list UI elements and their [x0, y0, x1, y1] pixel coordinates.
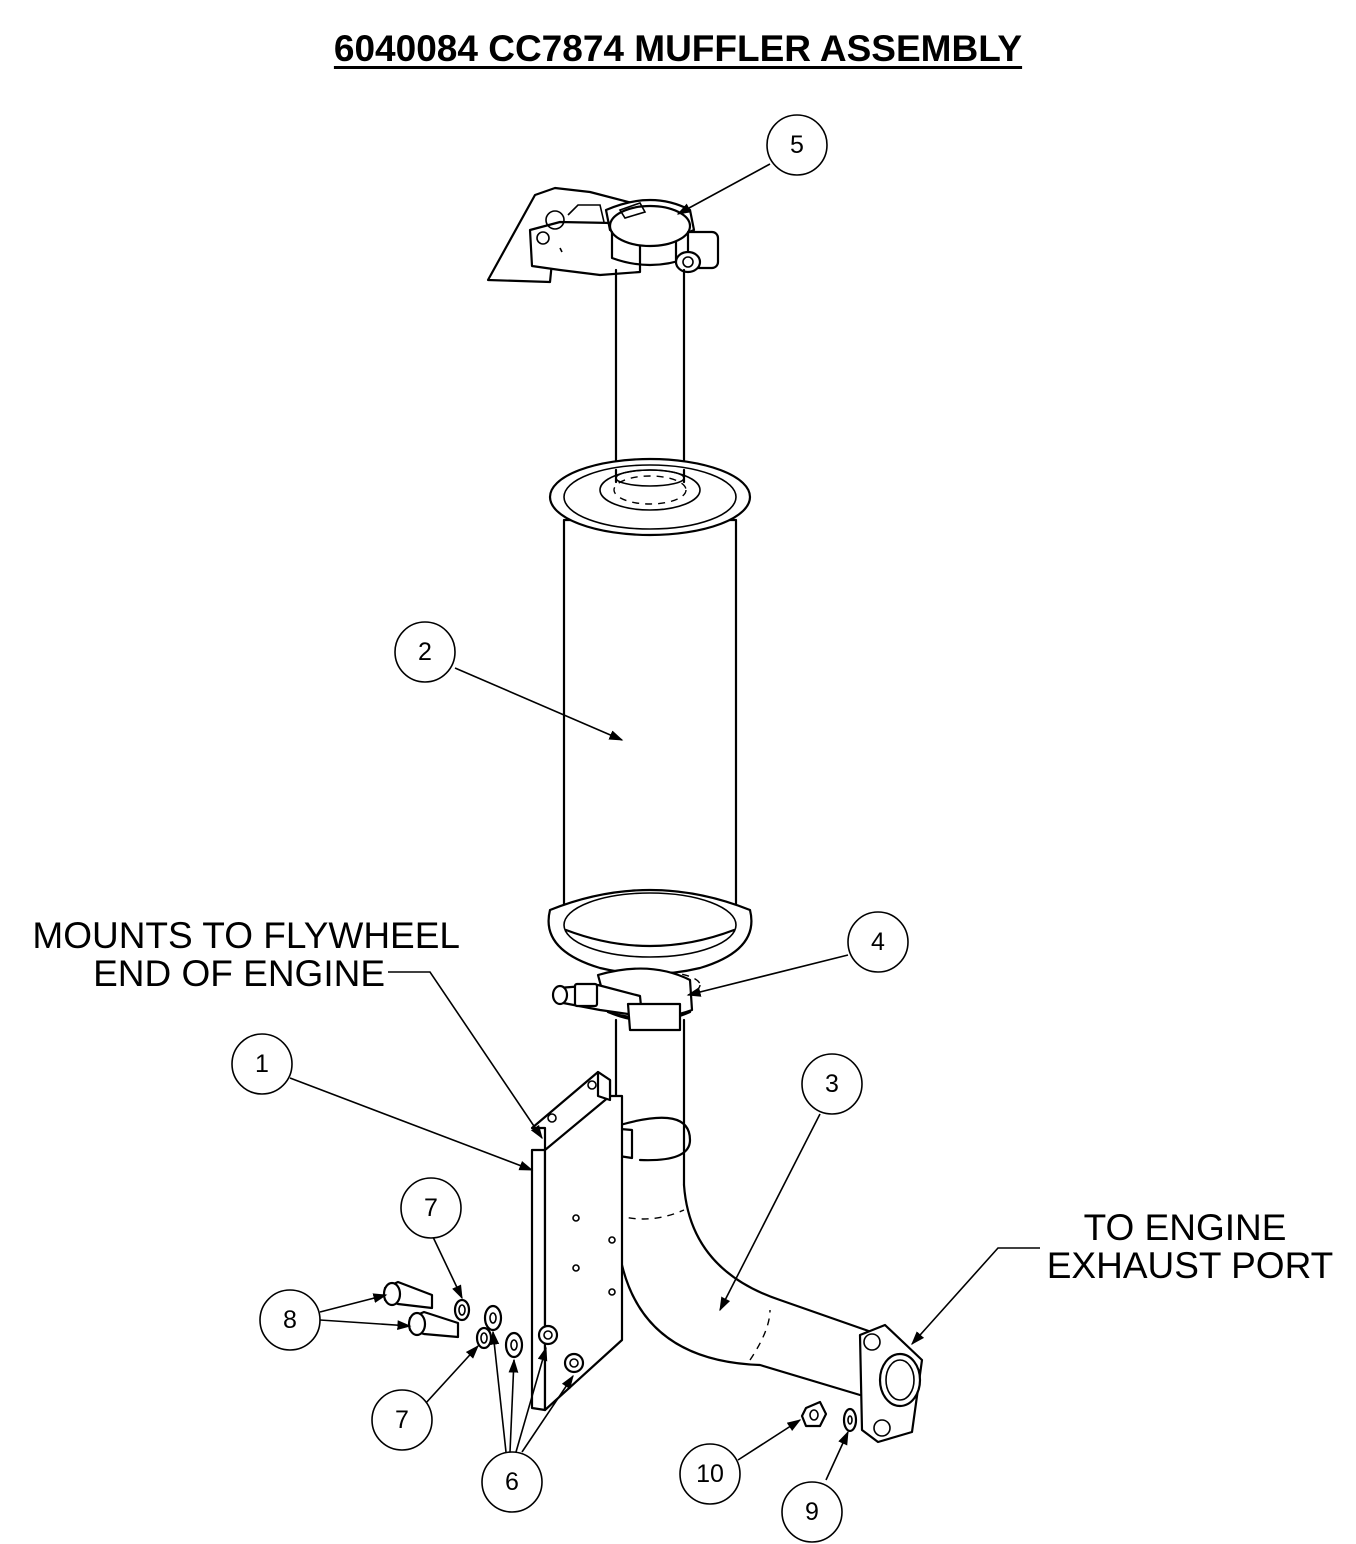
exhaust-elbow-pipe [570, 1018, 924, 1444]
note-flywheel-line2: END OF ENGINE [93, 953, 385, 994]
svg-text:6: 6 [505, 1468, 519, 1496]
bolt [382, 1280, 460, 1339]
lock-washer [453, 1298, 493, 1350]
svg-text:7: 7 [424, 1194, 438, 1222]
callout-10: 10 [679, 1443, 741, 1505]
svg-text:7: 7 [395, 1406, 409, 1434]
mounting-bracket [530, 1070, 624, 1412]
svg-text:8: 8 [283, 1306, 297, 1334]
pipe-clamp [551, 967, 694, 1032]
svg-text:10: 10 [696, 1460, 724, 1488]
callout-8: 8 [259, 1289, 321, 1351]
callout-9: 9 [781, 1481, 843, 1543]
leader-lines [289, 163, 1040, 1481]
callout-5: 5 [766, 114, 828, 176]
svg-text:2: 2 [418, 638, 432, 666]
tail-pipe [614, 268, 686, 480]
callout-3: 3 [801, 1053, 863, 1115]
note-exhaust-line2: EXHAUST PORT [1047, 1245, 1333, 1286]
note-flywheel: MOUNTS TO FLYWHEEL END OF ENGINE [32, 915, 460, 994]
flange-hardware [800, 1400, 858, 1433]
callout-6: 6 [481, 1451, 543, 1513]
callout-7-top: 7 [400, 1177, 462, 1239]
page-title: 6040084 CC7874 MUFFLER ASSEMBLY [333, 28, 1023, 69]
svg-text:4: 4 [871, 928, 885, 956]
muffler [547, 457, 753, 1000]
callout-2: 2 [394, 621, 456, 683]
flat-washer [483, 1304, 524, 1359]
svg-text:5: 5 [790, 131, 804, 159]
svg-text:1: 1 [255, 1050, 269, 1078]
note-exhaust-port: TO ENGINE EXHAUST PORT [1047, 1207, 1333, 1286]
rain-cap [486, 186, 720, 284]
callout-7-bottom: 7 [371, 1389, 433, 1451]
svg-text:3: 3 [825, 1070, 839, 1098]
note-flywheel-line1: MOUNTS TO FLYWHEEL [32, 915, 460, 956]
note-exhaust-line1: TO ENGINE [1084, 1207, 1287, 1248]
callout-4: 4 [847, 911, 909, 973]
callout-1: 1 [231, 1033, 293, 1095]
svg-text:9: 9 [805, 1498, 819, 1526]
